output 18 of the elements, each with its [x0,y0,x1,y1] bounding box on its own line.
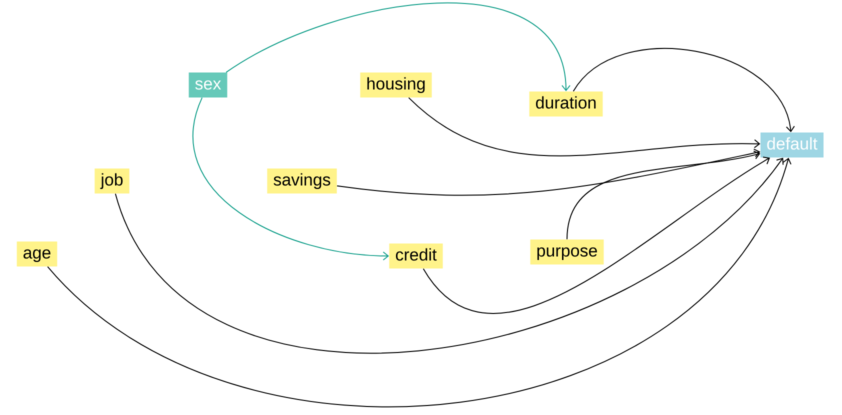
arrow [572,48,795,132]
variable-box: duration [529,92,603,116]
variable-box: default [760,132,824,158]
arrow [408,97,760,156]
variable-box: age [16,242,58,266]
arrow [114,158,784,354]
arrow [336,148,760,196]
arrow [226,2,570,92]
variable-box: housing [360,72,432,98]
variable-box: savings [267,168,337,194]
variable-box: credit [389,244,443,268]
arrow [566,150,760,240]
arrow [422,156,770,314]
arrow [192,97,390,260]
variable-box: job [94,168,130,194]
variable-box: sex [188,72,228,98]
variable-box: purpose [530,240,604,264]
arrow [47,158,792,408]
